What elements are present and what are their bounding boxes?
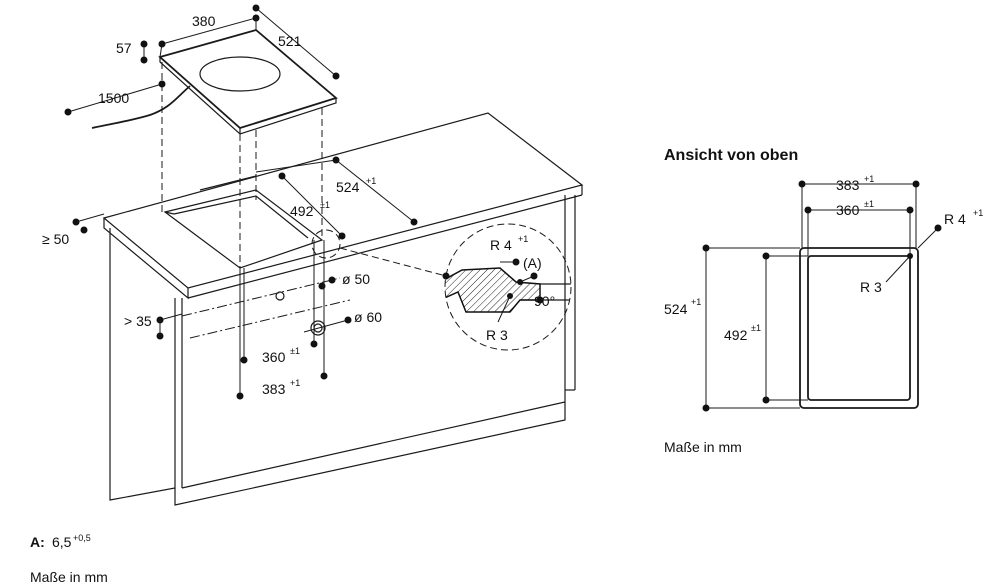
label-side-min: > 35 [124,313,152,329]
detail-radius-outer-tol: +1 [518,234,528,244]
top-view-cutout-outer [799,247,919,409]
hole-small [275,291,285,301]
top-view-radius-outer: R 4 [944,211,966,227]
detail-zoom [442,223,572,351]
top-view [702,180,942,412]
top-view-radius-outer-tol: +1 [973,208,983,218]
label-inner-depth: 492 [290,203,314,219]
hole-large [310,320,326,336]
label-hob-width: 380 [192,13,216,29]
top-view-depth-outer-tol: +1 [691,297,701,307]
top-view-radius-inner: R 3 [860,279,882,295]
footnote-units-note: Maße in mm [30,569,108,585]
top-view-title: Ansicht von oben [664,147,798,164]
top-view-cutout-inner [807,255,911,401]
label-inner-width: 360 [262,349,286,365]
hob-appliance [91,29,338,135]
label-cable-length: 1500 [98,90,129,106]
label-cutout-depth-tol: +1 [366,176,376,186]
detail-angle: 90° [534,293,555,309]
top-view-width-inner: 360 [836,202,860,218]
dimensions-perspective [64,4,447,400]
cabinet [102,112,584,506]
detail-radius-outer: R 4 [490,237,512,253]
footnote-value: 6,5 [52,534,72,550]
detail-marker: (A) [523,255,542,271]
top-view-depth-outer: 524 [664,301,688,317]
power-cable [91,85,191,129]
detail-radius-inner: R 3 [486,327,508,343]
footnote-label: A: [30,534,45,550]
label-cutout-width: 383 [262,381,286,397]
footnote-tolerance: +0,5 [73,533,91,543]
label-hob-depth: 521 [278,33,302,49]
label-cutout-width-tol: +1 [290,378,300,388]
label-hole-large: ø 60 [354,309,382,325]
label-inner-depth-tol: ±1 [320,200,330,210]
top-view-width-outer-tol: +1 [864,174,874,184]
label-inner-width-tol: ±1 [290,346,300,356]
label-hob-height: 57 [116,40,132,56]
label-hole-small: ø 50 [342,271,370,287]
hob-cooking-zone [199,56,281,92]
label-front-min: ≥ 50 [42,231,69,247]
label-cutout-depth: 524 [336,179,360,195]
top-view-depth-inner: 492 [724,327,748,343]
top-view-units-note: Maße in mm [664,439,742,455]
top-view-depth-inner-tol: ±1 [751,323,761,333]
top-view-width-outer: 383 [836,177,860,193]
top-view-width-inner-tol: ±1 [864,199,874,209]
